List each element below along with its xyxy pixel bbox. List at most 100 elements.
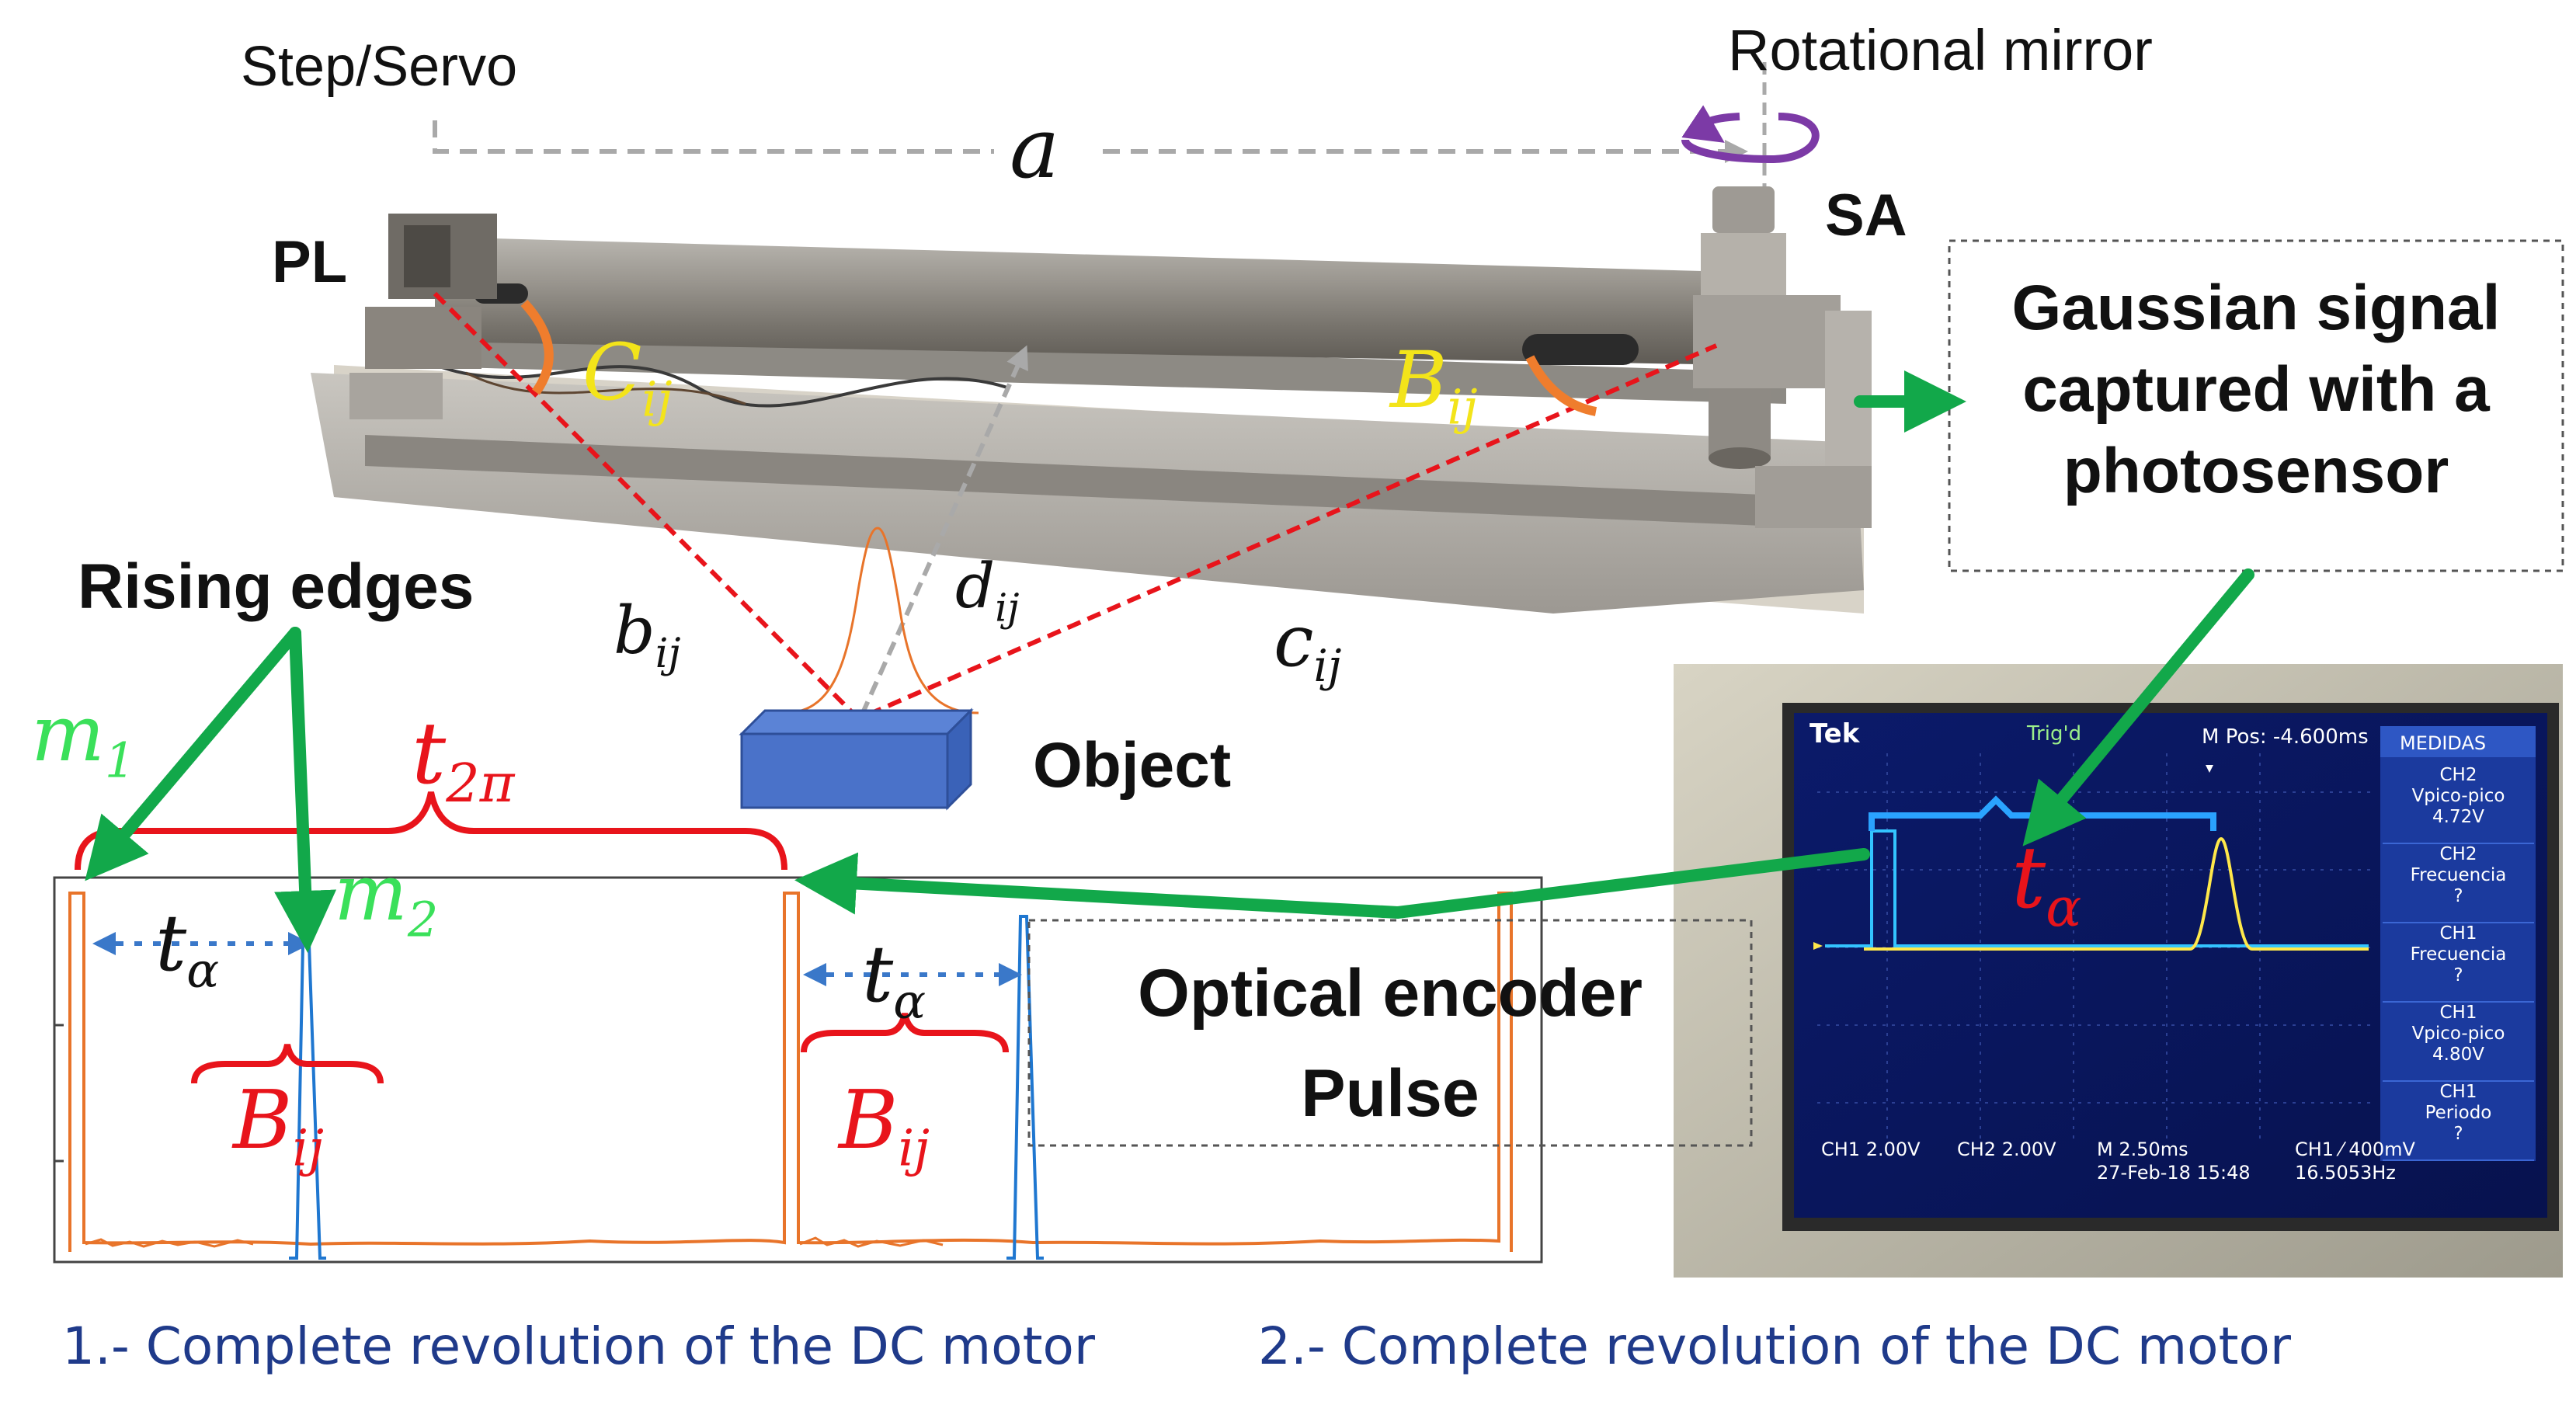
scope-medidas: MEDIDAS: [2400, 732, 2487, 754]
scope-measurement-3-l1: CH1: [2439, 923, 2477, 944]
rotational-mirror-label: Rotational mirror: [1728, 18, 2153, 82]
bij-brace-2: [801, 1013, 1009, 1053]
rig-wires: [434, 363, 1010, 408]
ta-label-1: tα: [155, 905, 219, 995]
rig-left-motor: [349, 214, 497, 419]
photosensor-spike-2: [1006, 915, 1044, 1260]
bij-2-sub: ij: [898, 1119, 930, 1178]
laser-path-b: [433, 291, 857, 717]
arrow-gaussian-to-scope: [2022, 568, 2254, 847]
sa-label: SA: [1825, 183, 1907, 249]
angle-arc-b: [1525, 355, 1597, 416]
m1-label: m1: [31, 695, 135, 785]
scope-measurement-5-l3: ?: [2453, 1124, 2463, 1145]
scope-measurement-3-l3: ?: [2453, 965, 2463, 986]
scope-status-freq: 16.5053Hz: [2295, 1162, 2396, 1184]
m2-label: m2: [334, 854, 438, 944]
scope-status-ch2: CH2 2.00V: [1957, 1139, 2056, 1160]
oscilloscope-ch2-trace: [1825, 829, 2369, 947]
optical-label-line-2: Pulse: [1301, 1056, 1479, 1131]
scope-status-ch1: CH1 2.00V: [1821, 1139, 1921, 1160]
scope-measurement-1-l1: CH2: [2439, 765, 2477, 785]
bij-1-sub: ij: [292, 1119, 325, 1178]
ta-2-base: t: [862, 929, 894, 1020]
rig-base-rail: [365, 435, 1817, 528]
object-label: Object: [1033, 730, 1232, 801]
scope-measurement-2-l3: ?: [2453, 886, 2463, 907]
distance-c-base: c: [1274, 600, 1314, 683]
rig-tube-slot-right: [1522, 334, 1639, 365]
scope-measurement-3-l2: Frecuencia: [2410, 944, 2507, 965]
bij-2-base: B: [839, 1072, 899, 1167]
optical-label-line-1: Optical encoder: [1138, 956, 1643, 1031]
pl-label: PL: [272, 229, 348, 295]
gaussian-label-line-2: captured with a: [2022, 353, 2490, 425]
scope-mpos: M Pos: -4.600ms: [2202, 725, 2369, 749]
rig-wires-2: [465, 371, 746, 405]
scope-brand: Tek: [1809, 718, 1860, 749]
m1-base: m: [31, 688, 105, 779]
distance-b-sub: ij: [655, 631, 681, 678]
bij-1-base: B: [233, 1072, 293, 1167]
ta-1-sub: α: [186, 941, 220, 999]
caption-right: 2.- Complete revolution of the DC motor: [1258, 1316, 2291, 1376]
angle-c-sub: ij: [641, 370, 673, 428]
oscilloscope-photo: [1674, 664, 2563, 1278]
rising-edges-label: Rising edges: [78, 551, 475, 622]
scope-ta-sub: α: [2046, 877, 2082, 939]
m2-sub: 2: [407, 891, 439, 948]
distance-b-base: b: [614, 593, 655, 669]
ta-label-2: tα: [862, 936, 926, 1026]
scope-measurement-1-l2: Vpico-pico: [2411, 786, 2505, 807]
ta-1-base: t: [155, 898, 187, 989]
arrow-rising-m1: [85, 627, 301, 881]
distance-d-sub: ij: [995, 585, 1020, 631]
optical-encoder-label: Optical encoder Pulse: [1033, 944, 1747, 1144]
rig-apparatus: [311, 186, 1872, 614]
distance-a-label: a: [1010, 100, 1060, 197]
m2-base: m: [334, 847, 408, 938]
scope-measurement-4-l1: CH1: [2439, 1003, 2477, 1023]
scope-measurement-5-l1: CH1: [2439, 1082, 2477, 1102]
angle-arc-c: [520, 299, 554, 395]
object-box: [739, 707, 974, 811]
bij-label-1: Bij: [233, 1079, 324, 1174]
angle-b-base: B: [1390, 335, 1448, 426]
scope-measurement-2-l1: CH2: [2439, 844, 2477, 864]
t2pi-base: t: [412, 704, 447, 803]
gaussian-label-box: [1948, 239, 2564, 572]
scope-ta-base: t: [2011, 828, 2046, 927]
optical-label-box: [1027, 919, 1753, 1147]
oscilloscope-ta-bracket: [1869, 795, 2216, 831]
arrow-rising-m2: [274, 627, 337, 953]
scope-status-date: 27-Feb-18 15:48: [2097, 1162, 2251, 1184]
rig-main-tube: [435, 237, 1740, 365]
scope-status-m: M 2.50ms: [2097, 1139, 2188, 1160]
step-servo-label: Step/Servo: [241, 36, 518, 98]
t2pi-sub: 2π: [446, 753, 515, 815]
scope-measurement-4-l2: Vpico-pico: [2411, 1024, 2505, 1045]
scope-status-trig: CH1 ⁄ 400mV: [2295, 1139, 2415, 1160]
t2pi-label: t2π: [412, 711, 514, 811]
gaussian-signal-label: Gaussian signal captured with a photosen…: [1953, 268, 2559, 513]
scope-measurement-2-l2: Frecuencia: [2410, 865, 2507, 886]
m1-sub: 1: [104, 732, 136, 789]
oscilloscope-panel: [2380, 726, 2536, 1161]
scope-ta-label: tα: [2011, 835, 2081, 935]
normal-path-d: [860, 345, 1028, 716]
distance-c-label: cij: [1274, 606, 1341, 689]
angle-c-base: C: [582, 327, 642, 418]
gaussian-label-line-3: photosensor: [2063, 435, 2449, 506]
gaussian-label-line-1: Gaussian signal: [2011, 273, 2501, 343]
scope-trig: Trig'd: [2027, 722, 2082, 746]
object-gaussian-curve: [784, 527, 979, 714]
green-arrows: [85, 370, 2254, 953]
scope-measurement-4-l3: 4.80V: [2432, 1045, 2484, 1066]
